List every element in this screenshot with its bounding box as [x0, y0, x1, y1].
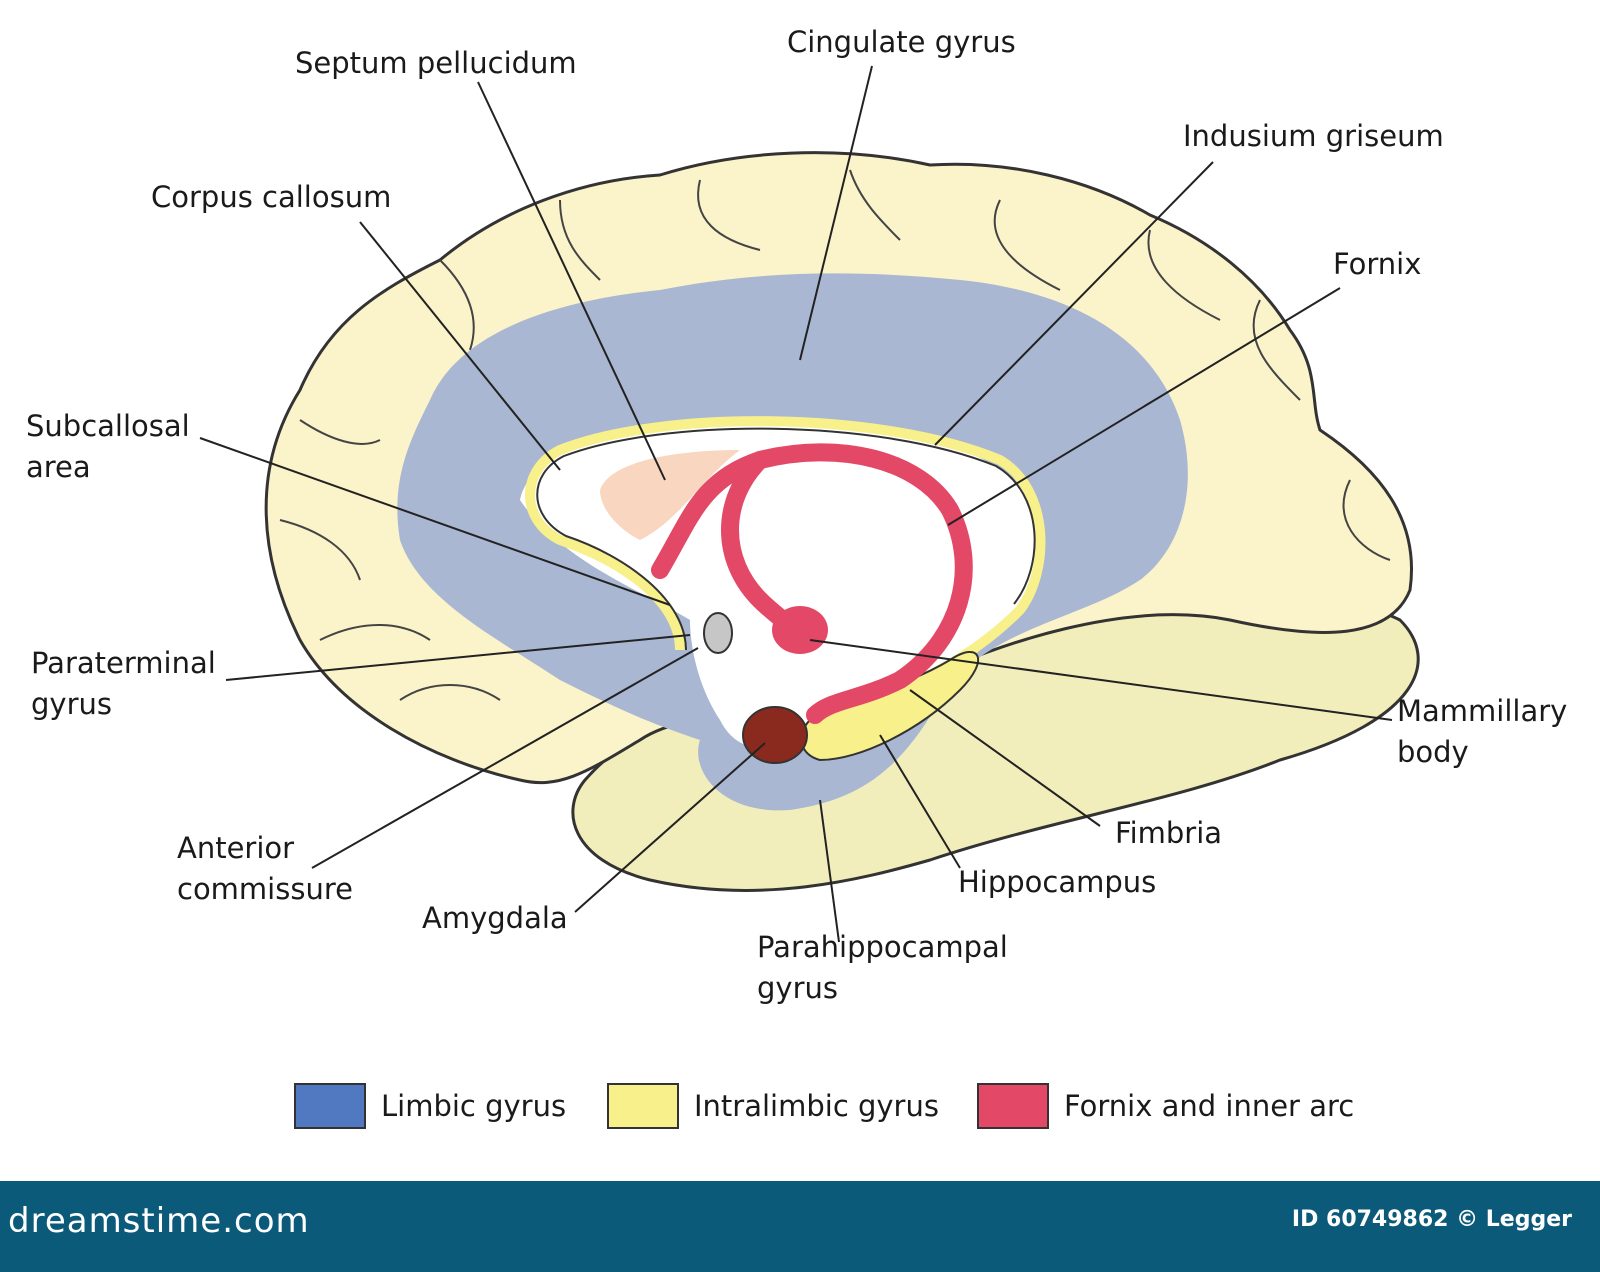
leader-lines: [199, 65, 1393, 943]
label-paraterminal-gyrus-line1: Paraterminal: [31, 646, 216, 680]
label-paraterminal-gyrus-line2: gyrus: [31, 687, 112, 721]
legend-label-intralimbic-gyrus: Intralimbic gyrus: [694, 1089, 939, 1123]
septum-pellucidum-shape: [600, 450, 740, 540]
label-paraterminal-gyrus: Paraterminal gyrus: [31, 643, 216, 725]
intralimbic-arc-outline: [536, 427, 1036, 651]
intralimbic-arc: [525, 416, 1046, 685]
label-septum-pellucidum: Septum pellucidum: [295, 46, 577, 80]
gyri-lines: [279, 169, 1391, 701]
footer-logo: dreamstime.com: [8, 1201, 310, 1241]
legend-label-fornix: Fornix and inner arc: [1064, 1089, 1355, 1123]
label-anterior-commissure: Anterior commissure: [177, 828, 353, 910]
label-subcallosal-area-line1: Subcallosal: [26, 409, 190, 443]
label-corpus-callosum: Corpus callosum: [151, 180, 392, 214]
label-anterior-commissure-line1: Anterior: [177, 831, 295, 865]
label-anterior-commissure-line2: commissure: [177, 872, 353, 906]
label-parahippocampal-gyrus-line2: gyrus: [757, 971, 838, 1005]
label-cingulate-gyrus: Cingulate gyrus: [787, 25, 1016, 59]
label-parahippocampal-gyrus: Parahippocampal gyrus: [757, 927, 1008, 1009]
fornix-shape: [651, 443, 973, 724]
mammillary-body-shape: [772, 606, 828, 654]
footer-image-id: ID 60749862 © Legger: [1291, 1207, 1572, 1232]
label-hippocampus: Hippocampus: [958, 865, 1157, 899]
legend-swatch-limbic-gyrus: [294, 1083, 366, 1129]
legend-swatch-intralimbic-gyrus: [607, 1083, 679, 1129]
anterior-commissure-shape: [703, 612, 733, 654]
footer-bar: dreamstime.com ID 60749862 © Legger: [0, 1181, 1600, 1272]
label-mammillary-body: Mammillary body: [1397, 691, 1567, 773]
legend-swatch-fornix: [977, 1083, 1049, 1129]
label-subcallosal-area-line2: area: [26, 450, 91, 484]
label-mammillary-body-line2: body: [1397, 735, 1469, 769]
label-parahippocampal-gyrus-line1: Parahippocampal: [757, 930, 1008, 964]
label-indusium-griseum: Indusium griseum: [1183, 119, 1444, 153]
label-mammillary-body-line1: Mammillary: [1397, 694, 1568, 728]
label-fornix: Fornix: [1333, 247, 1422, 281]
label-amygdala: Amygdala: [422, 901, 568, 935]
legend-label-limbic-gyrus: Limbic gyrus: [381, 1089, 567, 1123]
label-fimbria: Fimbria: [1115, 816, 1223, 850]
label-subcallosal-area: Subcallosal area: [26, 406, 190, 488]
